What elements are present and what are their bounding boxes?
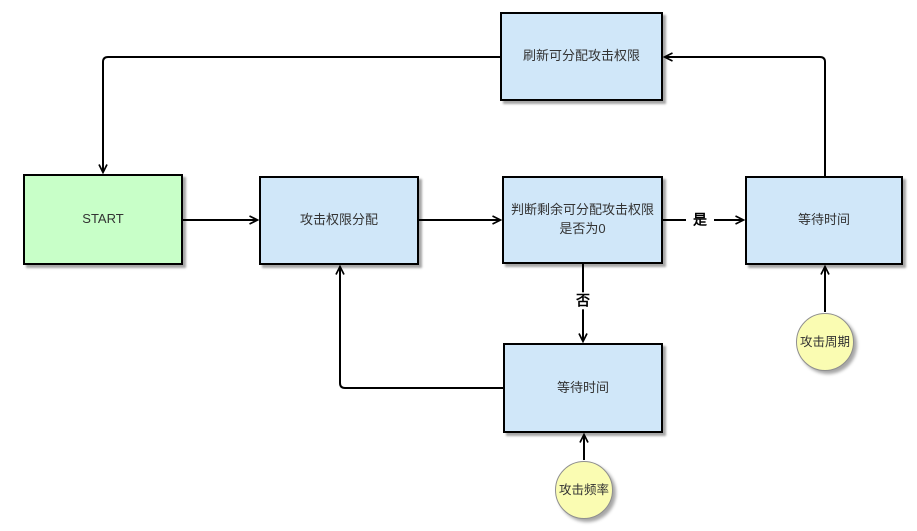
edge-label-no: 否 <box>569 292 597 310</box>
node-start-label: START <box>82 211 124 227</box>
node-refresh-permissions: 刷新可分配攻击权限 <box>500 12 663 101</box>
node-wait-time-bottom-label: 等待时间 <box>556 379 609 395</box>
node-start: START <box>23 174 183 265</box>
node-attack-frequency-label: 攻击频率 <box>558 482 609 497</box>
node-decision-remaining-permissions-zero-label: 判断剩余可分配攻击权限是否为0 <box>510 202 654 236</box>
node-attack-permission-allocation-label: 攻击权限分配 <box>299 212 378 228</box>
node-refresh-permissions-label: 刷新可分配攻击权限 <box>522 48 640 64</box>
node-decision-remaining-permissions-zero: 判断剩余可分配攻击权限是否为0 <box>502 176 663 264</box>
edge-wait-right-to-refresh <box>662 52 826 176</box>
edge-label-yes: 是 <box>686 211 714 229</box>
edge-refresh-to-start <box>98 56 500 175</box>
node-attack-cycle: 攻击周期 <box>796 313 854 371</box>
node-attack-permission-allocation: 攻击权限分配 <box>259 176 419 265</box>
node-attack-frequency: 攻击频率 <box>555 461 613 519</box>
node-wait-time-right: 等待时间 <box>745 176 903 265</box>
node-wait-time-right-label: 等待时间 <box>797 212 850 228</box>
edge-wait-bottom-to-allocate <box>335 264 503 389</box>
node-wait-time-bottom: 等待时间 <box>503 343 663 433</box>
node-attack-cycle-label: 攻击周期 <box>799 334 850 349</box>
